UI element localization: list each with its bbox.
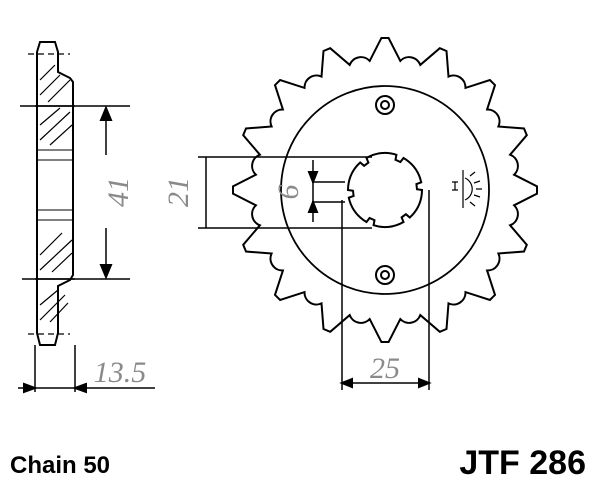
dim-spline-center: 25 xyxy=(370,352,400,385)
dim-spline-width: 6 xyxy=(272,185,305,200)
bolt-hole-bottom xyxy=(375,265,395,285)
bolt-hole-top xyxy=(375,95,395,115)
dim-spline-outer: 21 xyxy=(162,177,195,207)
sun-icon xyxy=(452,170,482,208)
sprocket-teeth-outline xyxy=(232,37,538,343)
dim-thickness: 13.5 xyxy=(94,356,147,389)
side-view xyxy=(18,41,155,394)
dim-bolt-circle: 41 xyxy=(102,177,135,207)
part-number: JTF 286 xyxy=(459,444,586,482)
chain-label: Chain 50 xyxy=(10,452,111,479)
spline-hole xyxy=(346,152,424,228)
front-view xyxy=(198,37,538,390)
